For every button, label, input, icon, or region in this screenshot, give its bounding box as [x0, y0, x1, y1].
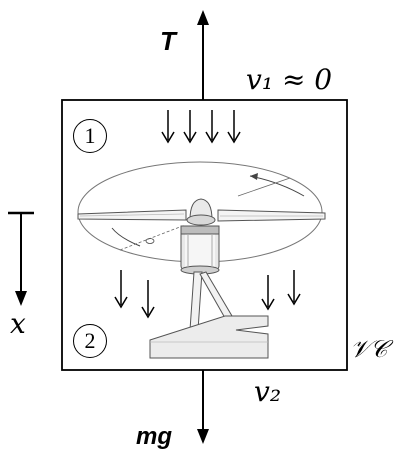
rotation-arc — [249, 175, 305, 197]
blade-marker — [145, 238, 155, 244]
control-volume-label: 𝒱𝒞 — [350, 335, 388, 363]
propeller — [77, 198, 326, 226]
v1-label: v₁ ≈ 0 — [246, 63, 333, 96]
radius-line — [237, 177, 291, 197]
region-2-marker: 2 — [73, 324, 107, 358]
weight-label: mg — [136, 423, 172, 450]
x-axis-label: x — [10, 307, 26, 340]
rotation-arc-lower — [111, 227, 141, 247]
outflow-arrows-right — [261, 270, 301, 311]
v2-label: v₂ — [254, 375, 282, 408]
thrust-label: T — [160, 26, 176, 56]
rotation-arrow-icon — [250, 173, 258, 180]
outflow-arrows-left — [114, 270, 155, 319]
x-axis-arrowhead — [15, 291, 27, 306]
radius-line-dashed — [119, 224, 186, 251]
motor — [180, 225, 220, 275]
thrust-arrowhead — [197, 10, 209, 25]
inflow-arrows — [161, 110, 241, 144]
weight-arrowhead — [197, 429, 209, 444]
mount-stand — [149, 271, 269, 359]
region-1-marker: 1 — [73, 119, 107, 153]
control-volume-box — [61, 99, 348, 371]
